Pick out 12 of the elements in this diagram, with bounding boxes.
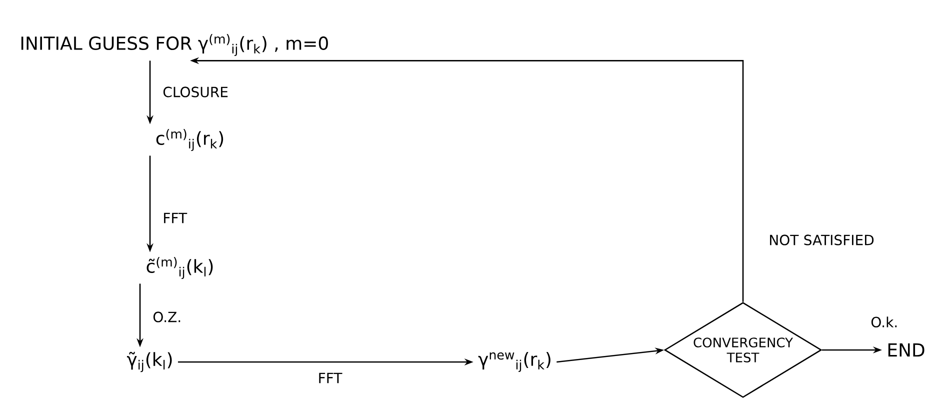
- formula-text: γ̃$_{ij}$(k$_{l}$): [126, 352, 172, 372]
- formula-text: γ$^{new}$$_{ij}$(r$_{k}$): [478, 352, 550, 372]
- edge-label: O.k.: [868, 314, 900, 330]
- node-label: INITIAL GUESS FOR γ$^{(m)}$$_{ij}$(r$_{k}$) , m=0: [21, 34, 328, 56]
- edge-label: O.Z.: [150, 310, 184, 324]
- formula-text: END: [888, 343, 924, 357]
- edge-label: FFT: [160, 210, 190, 226]
- edge-label: FFT: [316, 370, 344, 386]
- edge-label: NOT SATISFIED: [766, 232, 881, 248]
- formula-text: c$^{(m)}$$_{ij}$(r$_{k}$): [156, 128, 224, 152]
- formula-text: c̃$^{(m)}$$_{ij}$(k$_{l}$): [146, 256, 213, 280]
- edge-label: CLOSURE: [160, 84, 230, 100]
